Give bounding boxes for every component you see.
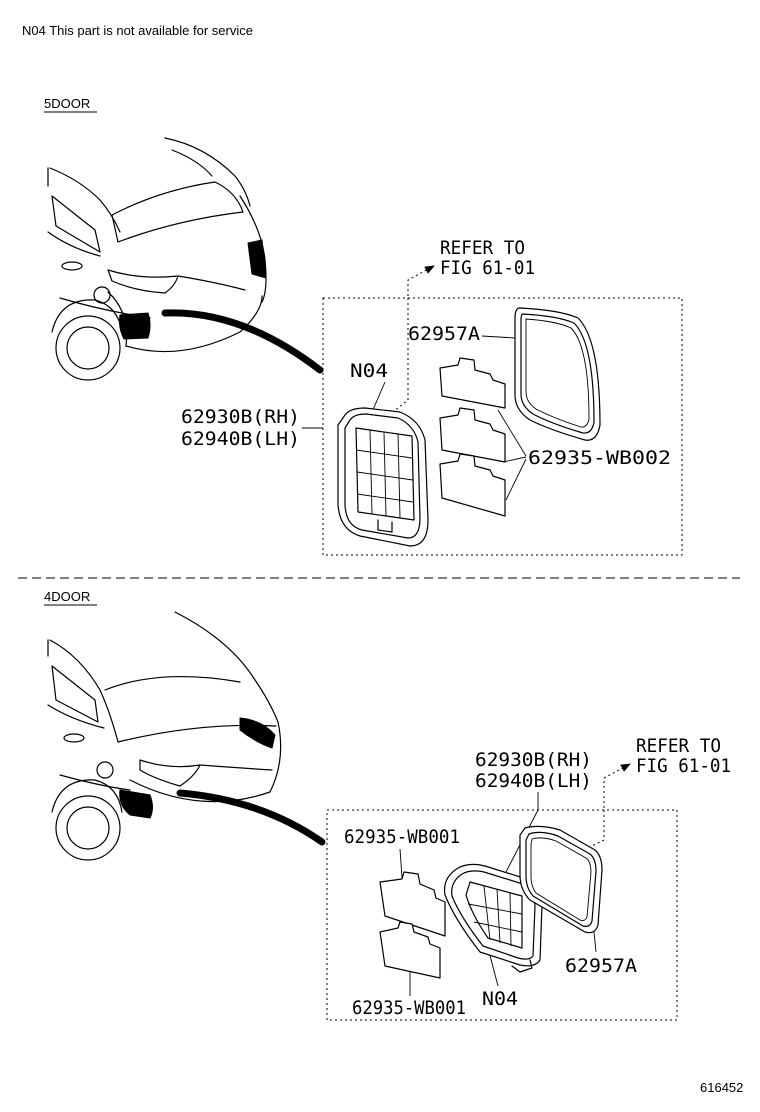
label-filter-top: 62935-WB001 — [344, 826, 460, 848]
label-filter: 62935-WB002 — [528, 447, 671, 469]
label-gasket: 62957A — [565, 955, 638, 977]
figure-id: 616452 — [700, 1080, 743, 1095]
rear-reflector-left — [119, 312, 151, 340]
section-title-5door: 5DOOR — [44, 96, 90, 111]
parts-box-5door — [322, 297, 683, 556]
label-rh: 62930B(RH) — [181, 406, 300, 428]
label-n04: N04 — [482, 988, 518, 1010]
car-hatchback-illustration — [47, 137, 324, 381]
refer-label-line2: FIG 61-01 — [636, 755, 731, 777]
service-note: N04 This part is not available for servi… — [22, 23, 253, 38]
label-n04: N04 — [350, 360, 388, 382]
label-gasket: 62957A — [408, 323, 481, 345]
refer-label-line1: REFER TO — [440, 237, 525, 259]
rear-light-right — [239, 717, 276, 749]
label-filter-bottom: 62935-WB001 — [352, 997, 466, 1019]
label-lh: 62940B(LH) — [475, 770, 592, 792]
vent-grille-part — [337, 407, 429, 547]
rear-reflector-left — [119, 789, 153, 819]
refer-label-line2: FIG 61-01 — [440, 257, 535, 279]
filter-parts — [379, 871, 446, 979]
section-title-4door: 4DOOR — [44, 589, 90, 604]
refer-label-line1: REFER TO — [636, 735, 721, 757]
gasket-part — [519, 825, 603, 934]
gasket-part — [514, 307, 601, 441]
label-rh: 62930B(RH) — [475, 749, 592, 771]
vent-grille-part — [443, 863, 543, 973]
filter-parts — [439, 357, 506, 517]
parts-box-4door — [326, 809, 678, 1021]
section-5door: 5DOOR REFER TO FIG — [44, 96, 683, 556]
location-pointer — [161, 309, 324, 374]
rear-light-right — [247, 239, 267, 279]
refer-arrow — [603, 763, 631, 808]
label-lh: 62940B(LH) — [181, 428, 300, 450]
section-4door: 4DOOR 62930B(RH) 62940B(L — [44, 589, 731, 1021]
car-sedan-illustration — [47, 611, 326, 861]
refer-arrow — [407, 265, 435, 296]
location-pointer — [176, 789, 326, 846]
